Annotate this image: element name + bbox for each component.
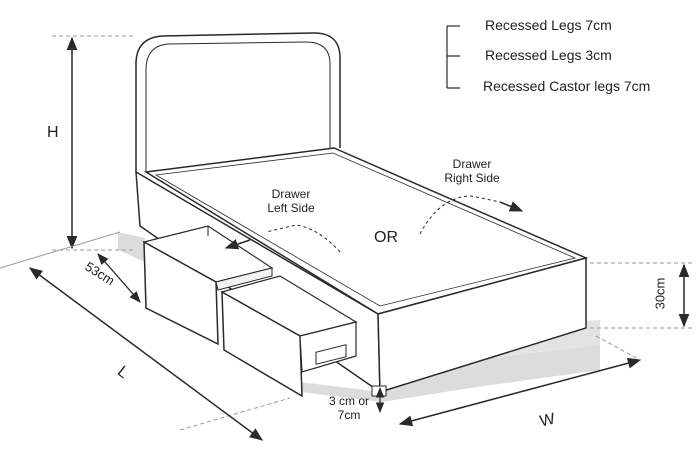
leg-option-1: Recessed Legs 7cm — [485, 17, 612, 33]
height-dimension — [52, 35, 136, 251]
leg-height-line1: 3 cm or — [328, 394, 369, 408]
drawer-right-line2: Right Side — [444, 171, 500, 185]
drawer-left-line2: Left Side — [267, 201, 315, 215]
leg-options-bracket — [446, 25, 460, 89]
right-side-arrow — [419, 195, 501, 235]
drawer-left-label: Drawer Left Side — [262, 187, 320, 215]
leg-option-3: Recessed Castor legs 7cm — [483, 78, 651, 94]
leg-option-2: Recessed Legs 3cm — [485, 47, 612, 63]
drawer-left-line1: Drawer — [271, 187, 311, 201]
base-height-dimension — [590, 262, 695, 329]
headboard-inner — [145, 41, 331, 172]
width-dimension — [398, 335, 642, 427]
base-height-label: 30cm — [652, 277, 668, 310]
headboard — [135, 32, 341, 172]
drawer-right-label: Drawer Right Side — [440, 157, 504, 185]
leg-height-label: 3 cm or 7cm — [321, 394, 377, 422]
leg-height-line2: 7cm — [337, 408, 361, 422]
left-side-arrow — [265, 224, 341, 253]
mattress-inner — [154, 152, 577, 307]
height-label: H — [47, 124, 59, 141]
length-dimension — [0, 231, 291, 441]
drawer-right-line1: Drawer — [452, 157, 492, 171]
or-label: OR — [374, 229, 398, 246]
